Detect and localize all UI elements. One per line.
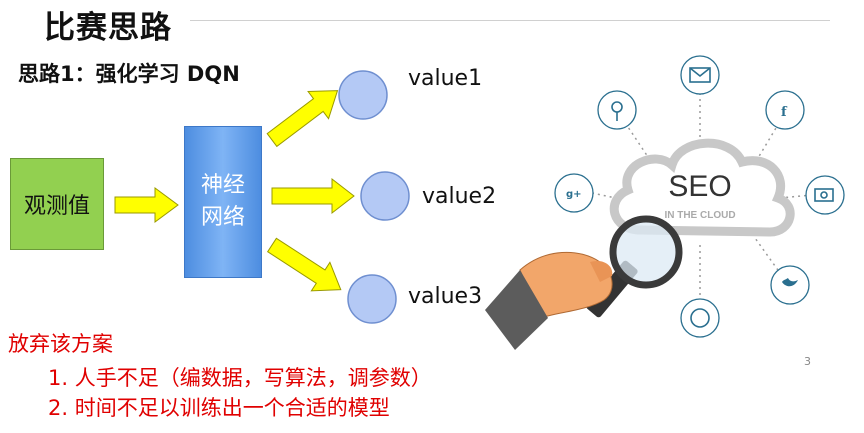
output-label-1: value1 bbox=[408, 66, 482, 91]
video-icon bbox=[806, 176, 844, 214]
seo-subtext: IN THE CLOUD bbox=[664, 210, 735, 221]
seo-illustration: f g+ SEO IN THE CLOUD bbox=[485, 56, 844, 350]
output-label-3: value3 bbox=[408, 284, 482, 309]
page-number: 3 bbox=[804, 355, 811, 368]
seo-text: SEO bbox=[668, 170, 731, 203]
abandon-reason-2: 2. 时间不足以训练出一个合适的模型 bbox=[48, 392, 390, 422]
arrow-network-to-value3 bbox=[263, 231, 350, 304]
arrow-observation-to-network bbox=[115, 188, 178, 222]
globe-icon bbox=[681, 299, 719, 337]
arrow-network-to-value2 bbox=[272, 179, 354, 213]
output-node-3 bbox=[348, 275, 396, 323]
podcast-icon bbox=[598, 91, 636, 129]
abandon-heading: 放弃该方案 bbox=[8, 328, 113, 358]
abandon-reason-1: 1. 人手不足（编数据，写算法，调参数） bbox=[48, 362, 432, 392]
magnifier-illustration bbox=[485, 219, 679, 350]
neural-network-label: 神经网络 bbox=[199, 170, 247, 234]
output-label-2: value2 bbox=[422, 184, 496, 209]
svg-text:g+: g+ bbox=[566, 189, 582, 200]
observation-box: 观测值 bbox=[10, 158, 104, 250]
neural-network-box: 神经网络 bbox=[184, 126, 262, 278]
observation-label: 观测值 bbox=[24, 188, 90, 220]
output-node-1 bbox=[339, 71, 387, 119]
output-node-2 bbox=[361, 172, 409, 220]
arrow-network-to-value1 bbox=[262, 77, 348, 154]
